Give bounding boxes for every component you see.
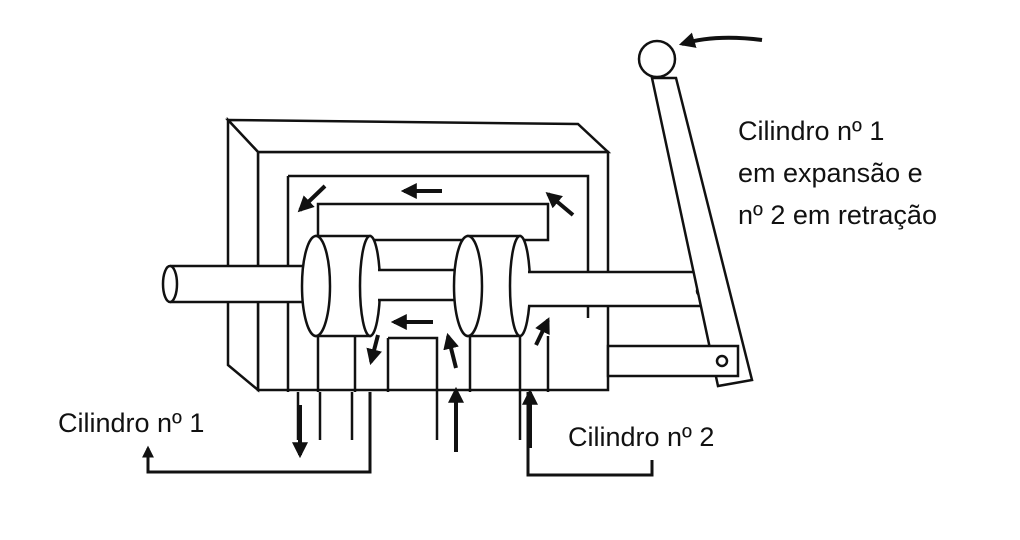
state-label-line2: em expansão e xyxy=(738,158,923,188)
state-label-line3: nº 2 em retração xyxy=(738,200,937,230)
arrow-mid-left xyxy=(366,334,382,366)
arrow-mid-inlet xyxy=(443,332,459,369)
cylinder-2-label: Cilindro nº 2 xyxy=(568,422,715,452)
arrow-top-left xyxy=(297,184,327,213)
lever xyxy=(606,39,754,388)
cylinder-1-label: Cilindro nº 1 xyxy=(58,408,205,438)
flow-arrows xyxy=(292,32,763,459)
lever-motion-arrow xyxy=(678,32,763,48)
state-label-line1: Cilindro nº 1 xyxy=(738,116,885,146)
arrow-mid-right xyxy=(534,317,550,346)
valve-body xyxy=(225,116,612,393)
arrow-top-right xyxy=(545,191,575,217)
spool-assembly xyxy=(161,234,714,338)
